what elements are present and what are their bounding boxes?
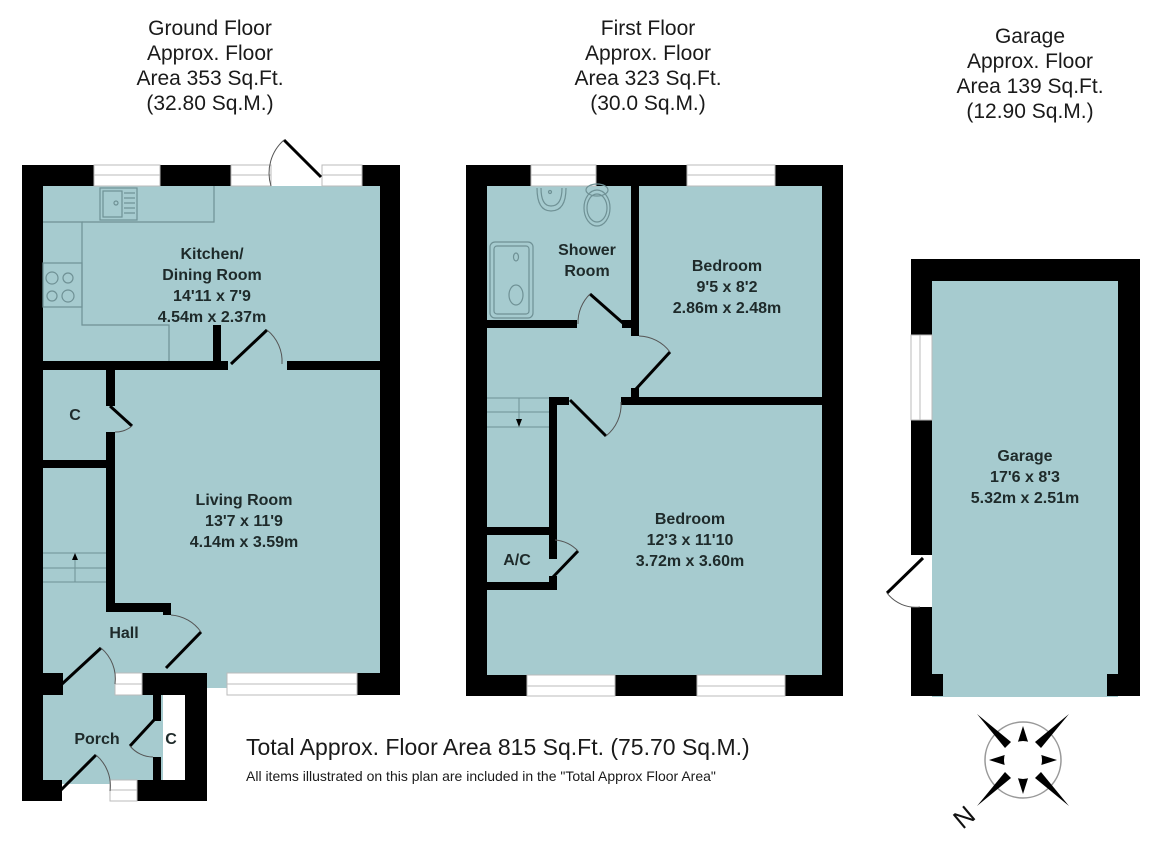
room-dimensions-metric: 4.14m x 3.59m — [189, 534, 299, 551]
compass-rose-icon — [977, 714, 1069, 806]
ground-floor-plan — [22, 138, 400, 802]
first-floor-area-label: Approx. Floor — [584, 42, 712, 65]
kitchen-fixtures — [42, 186, 215, 361]
first-floor-name: First Floor — [600, 17, 696, 40]
room-name: Garage — [997, 448, 1053, 465]
ground-floor-title: Ground Floor Approx. Floor Area 353 Sq.F… — [110, 16, 310, 116]
garage-area-sqft: Area 139 Sq.Ft. — [956, 75, 1104, 98]
room-label-airing-cupboard: A/C — [503, 550, 531, 571]
room-dimensions-imperial: 13'7 x 11'9 — [205, 513, 283, 530]
room-dimensions-imperial: 14'11 x 7'9 — [173, 288, 251, 305]
room-dimensions-metric: 5.32m x 2.51m — [970, 490, 1080, 507]
room-name-line2: Dining Room — [162, 267, 262, 284]
room-name-line2: Room — [564, 263, 610, 280]
room-name: C — [165, 731, 177, 748]
room-label-shower-room: Shower Room — [558, 240, 616, 282]
total-floor-area: Total Approx. Floor Area 815 Sq.Ft. (75.… — [246, 734, 750, 760]
room-label-porch-cupboard: C — [165, 729, 177, 750]
room-name: Porch — [74, 731, 120, 748]
ground-floor-name: Ground Floor — [148, 17, 272, 40]
first-floor-title: First Floor Approx. Floor Area 323 Sq.Ft… — [548, 16, 748, 116]
room-name: Living Room — [195, 492, 293, 509]
room-label-bedroom-1: Bedroom 9'5 x 8'2 2.86m x 2.48m — [673, 256, 782, 319]
room-dimensions-imperial: 9'5 x 8'2 — [696, 279, 758, 296]
room-name: Shower — [558, 242, 616, 259]
first-floor-area-sqft: Area 323 Sq.Ft. — [574, 67, 722, 90]
room-dimensions-metric: 4.54m x 2.37m — [157, 309, 267, 326]
stairs-icon — [43, 552, 106, 583]
room-name: Hall — [109, 625, 139, 642]
room-name: Kitchen/ — [180, 246, 244, 263]
ground-floor-area-sqft: Area 353 Sq.Ft. — [136, 67, 284, 90]
room-label-hall: Hall — [109, 623, 138, 644]
floor-area-disclaimer: All items illustrated on this plan are i… — [246, 768, 716, 784]
garage-title: Garage Approx. Floor Area 139 Sq.Ft. (12… — [930, 24, 1130, 124]
room-name: Bedroom — [691, 258, 763, 275]
room-label-cupboard: C — [69, 405, 81, 426]
garage-area-sqm: (12.90 Sq.M.) — [966, 100, 1094, 123]
room-name: A/C — [503, 552, 531, 569]
garage-area-label: Approx. Floor — [966, 50, 1094, 73]
room-dimensions-metric: 3.72m x 3.60m — [635, 553, 745, 570]
room-name: Bedroom — [654, 511, 726, 528]
room-label-living-room: Living Room 13'7 x 11'9 4.14m x 3.59m — [190, 490, 299, 553]
garage-name: Garage — [994, 25, 1066, 48]
room-label-porch: Porch — [74, 729, 119, 750]
room-label-garage: Garage 17'6 x 8'3 5.32m x 2.51m — [971, 446, 1080, 509]
first-floor-plan — [466, 164, 843, 697]
room-label-bedroom-2: Bedroom 12'3 x 11'10 3.72m x 3.60m — [636, 509, 745, 572]
room-name: C — [69, 407, 81, 424]
room-dimensions-imperial: 17'6 x 8'3 — [990, 469, 1060, 486]
bathroom-fixtures — [489, 183, 611, 319]
room-label-kitchen-dining: Kitchen/ Dining Room 14'11 x 7'9 4.54m x… — [158, 244, 267, 328]
room-dimensions-metric: 2.86m x 2.48m — [672, 300, 782, 317]
room-dimensions-imperial: 12'3 x 11'10 — [646, 532, 734, 549]
ground-floor-area-sqm: (32.80 Sq.M.) — [146, 92, 274, 115]
garage-plan — [885, 259, 1140, 697]
ground-floor-area-label: Approx. Floor — [146, 42, 274, 65]
first-floor-area-sqm: (30.0 Sq.M.) — [590, 92, 706, 115]
